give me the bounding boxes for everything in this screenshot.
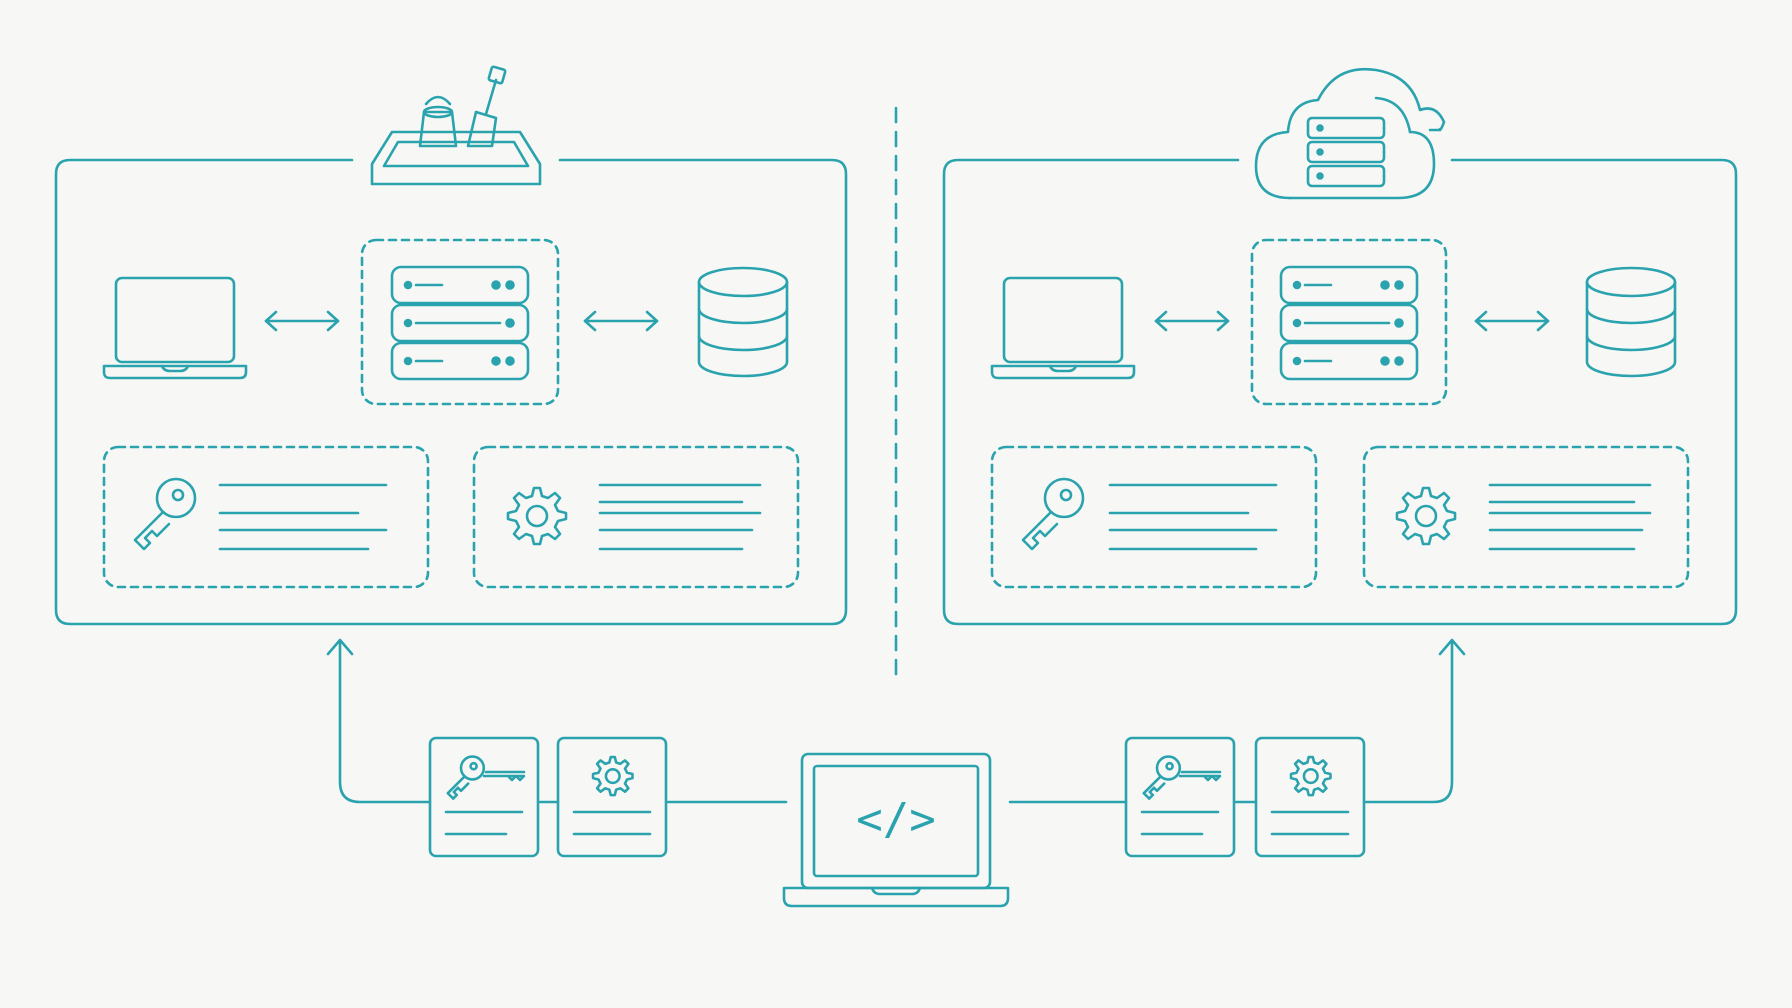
cloud-server-rack-icon: [1279, 265, 1419, 381]
sandbox-client-laptop-icon: [102, 276, 248, 380]
sandbox-environment-frame: [56, 160, 846, 624]
developer-laptop-code-icon: </>: [784, 754, 1008, 906]
diagram-root: </>: [56, 66, 1736, 906]
code-glyph: </>: [856, 794, 935, 845]
cloud-arrow-server-database: [1474, 310, 1550, 332]
deploy-flow: </>: [328, 640, 1464, 906]
sandbox-settings-panel: [474, 447, 798, 587]
cloud-client-laptop-icon: [990, 276, 1136, 380]
gear-icon: [506, 486, 568, 546]
sandbox-secrets-panel: [104, 447, 428, 587]
deploy-line-to-sandbox: [340, 642, 786, 802]
cloud-key-config-card: [1126, 738, 1234, 856]
cloud-database-icon: [1585, 266, 1677, 378]
sandbox-server-group: [362, 240, 558, 404]
key-icon: [133, 477, 197, 551]
sandbox-bucket-shovel-icon: [372, 66, 540, 184]
sandbox-database-icon: [697, 266, 789, 378]
key-icon: [1021, 477, 1085, 551]
sandbox-environment: [56, 66, 846, 624]
deploy-line-to-cloud: [1010, 642, 1452, 802]
sandbox-key-config-card: [430, 738, 538, 856]
sandbox-gear-config-card: [558, 738, 666, 856]
cloud-environment: [944, 69, 1736, 624]
gear-icon: [1395, 486, 1457, 546]
cloud-environment-frame: [944, 160, 1736, 624]
cloud-secrets-panel: [992, 447, 1316, 587]
sandbox-arrow-client-server: [264, 310, 340, 332]
cloud-server-group: [1252, 240, 1446, 404]
cloud-gear-config-card: [1256, 738, 1364, 856]
cloud-settings-panel: [1364, 447, 1688, 587]
sandbox-arrow-server-database: [583, 310, 659, 332]
sandbox-server-rack-icon: [390, 265, 530, 381]
cloud-server-icon: [1256, 69, 1444, 198]
cloud-arrow-client-server: [1154, 310, 1230, 332]
